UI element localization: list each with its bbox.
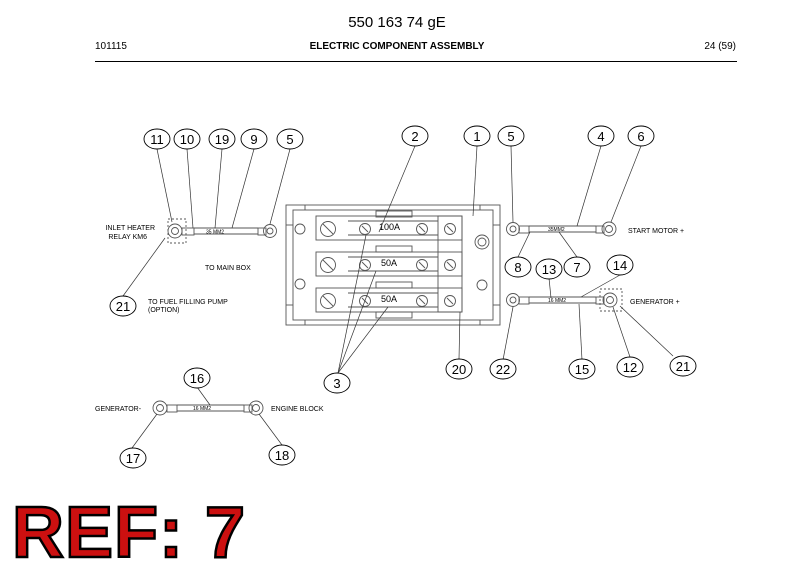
callout-12: 12 <box>616 356 644 378</box>
cable-size-label: 35MM2 <box>548 227 565 233</box>
callout-16: 16 <box>183 367 211 389</box>
svg-text:14: 14 <box>613 258 627 273</box>
svg-text:18: 18 <box>275 448 289 463</box>
svg-text:20: 20 <box>452 362 466 377</box>
svg-text:7: 7 <box>573 260 580 275</box>
page-number: 24 (59) <box>704 41 736 52</box>
callout-4: 4 <box>587 125 615 147</box>
callout-18: 18 <box>268 444 296 466</box>
label-engine-block: ENGINE BLOCK <box>271 406 324 413</box>
callout-21: 21 <box>109 295 137 317</box>
document-date-code: 101115 <box>95 41 127 52</box>
cable-start-motor <box>506 221 617 237</box>
callout-14: 14 <box>606 254 634 276</box>
callout-19: 19 <box>208 128 236 150</box>
cable-size-label: 16 MM2 <box>193 406 211 412</box>
svg-text:17: 17 <box>126 451 140 466</box>
label-generator-plus: GENERATOR + <box>630 299 680 306</box>
svg-text:15: 15 <box>575 362 589 377</box>
svg-text:1: 1 <box>473 129 480 144</box>
header-rule <box>95 61 737 62</box>
svg-text:10: 10 <box>180 132 194 147</box>
svg-text:4: 4 <box>597 129 604 144</box>
fuse-box <box>285 204 501 326</box>
label-option: (OPTION) <box>148 307 180 314</box>
leader-lines <box>122 145 674 449</box>
cable-generator-plus <box>506 288 623 312</box>
document-title: ELECTRIC COMPONENT ASSEMBLY <box>309 41 485 52</box>
callout-10: 10 <box>173 128 201 150</box>
svg-text:22: 22 <box>496 362 510 377</box>
label-relay-km6: RELAY KM6 <box>108 234 147 241</box>
label-fuel-filling-pump: TO FUEL FILLING PUMP <box>148 299 228 306</box>
callout-7: 7 <box>563 256 591 278</box>
fuse-screws <box>320 221 456 309</box>
svg-text:21: 21 <box>676 359 690 374</box>
svg-text:8: 8 <box>514 260 521 275</box>
callout-2: 2 <box>401 125 429 147</box>
callout-21: 21 <box>669 355 697 377</box>
label-inlet-heater: INLET HEATER <box>105 225 155 232</box>
callout-1: 1 <box>463 125 491 147</box>
svg-text:5: 5 <box>286 132 293 147</box>
svg-text:5: 5 <box>507 129 514 144</box>
callout-17: 17 <box>119 447 147 469</box>
svg-text:13: 13 <box>542 262 556 277</box>
svg-text:3: 3 <box>333 376 340 391</box>
callout-13: 13 <box>535 258 563 280</box>
label-to-main-box: TO MAIN BOX <box>205 265 251 272</box>
cable-size-label: 16 MM2 <box>548 298 566 304</box>
callout-8: 8 <box>504 256 532 278</box>
svg-text:12: 12 <box>623 360 637 375</box>
reference-number: REF: 7 <box>11 493 247 573</box>
callout-3: 3 <box>323 372 351 394</box>
callout-11: 11 <box>143 128 171 150</box>
callout-5: 5 <box>497 125 525 147</box>
svg-text:9: 9 <box>250 132 257 147</box>
svg-text:2: 2 <box>411 129 418 144</box>
fuse-label-50a: 50A <box>381 294 397 304</box>
label-start-motor: START MOTOR + <box>628 228 684 235</box>
svg-text:16: 16 <box>190 371 204 386</box>
callout-6: 6 <box>627 125 655 147</box>
cable-size-label: 35 MM2 <box>206 230 224 236</box>
svg-text:6: 6 <box>637 129 644 144</box>
document-number: 550 163 74 gE <box>348 14 446 31</box>
svg-text:21: 21 <box>116 299 130 314</box>
cable-generator-minus <box>152 400 264 416</box>
svg-text:19: 19 <box>215 132 229 147</box>
fuse-label-100a: 100A <box>379 222 400 232</box>
cable-inlet-heater <box>167 218 277 244</box>
callout-20: 20 <box>445 358 473 380</box>
fuse-label-50a: 50A <box>381 258 397 268</box>
callout-5: 5 <box>276 128 304 150</box>
svg-text:11: 11 <box>150 132 164 147</box>
callout-9: 9 <box>240 128 268 150</box>
callouts: 11 10 19 9 5 2 1 5 4 6 21 8 13 7 14 22 1… <box>109 125 697 469</box>
callout-15: 15 <box>568 358 596 380</box>
label-generator-minus: GENERATOR- <box>95 406 142 413</box>
callout-22: 22 <box>489 358 517 380</box>
